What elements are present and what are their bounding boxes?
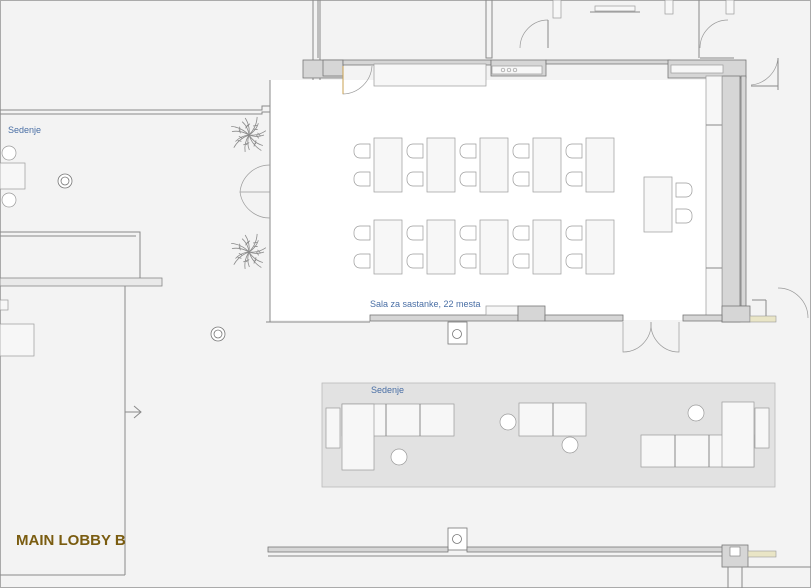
meeting-room-doors: [239, 57, 809, 353]
chair-icon: [512, 171, 530, 187]
chair-icon: [565, 225, 583, 241]
plant-icon: [231, 116, 267, 153]
chair-icon: [459, 225, 477, 241]
column-icon: [447, 321, 468, 345]
column-icon: [447, 527, 468, 551]
chair-icon: [512, 253, 530, 269]
bottom-walls: [267, 544, 811, 588]
chair-icon: [353, 225, 371, 241]
chair-icon: [353, 143, 371, 159]
table: [643, 176, 673, 233]
lobby-title: MAIN LOBBY B: [16, 532, 126, 549]
table: [585, 137, 615, 193]
seating-label-left: Sedenje: [8, 125, 41, 135]
plant-icon: [231, 233, 267, 270]
chair-icon: [565, 171, 583, 187]
chair-icon: [406, 143, 424, 159]
table: [532, 137, 562, 193]
table: [585, 219, 615, 275]
chair-icon: [353, 171, 371, 187]
chair-icon: [675, 182, 693, 198]
table: [479, 219, 509, 275]
left-walls: [0, 231, 163, 576]
top-doors: [519, 0, 735, 59]
table: [426, 219, 456, 275]
chair-icon: [406, 171, 424, 187]
table: [532, 219, 562, 275]
chair-icon: [406, 225, 424, 241]
table: [426, 137, 456, 193]
chair-icon: [675, 208, 693, 224]
seating-label-lounge: Sedenje: [371, 385, 404, 395]
left-seating: [0, 145, 35, 357]
chair-icon: [353, 253, 371, 269]
table: [373, 219, 403, 275]
chair-icon: [512, 225, 530, 241]
chair-icon: [459, 253, 477, 269]
column-icon: [210, 326, 226, 342]
column-icon: [57, 173, 73, 189]
table: [373, 137, 403, 193]
meeting-room-walls: [266, 59, 777, 323]
chair-icon: [459, 171, 477, 187]
meeting-chairs: [353, 143, 693, 269]
lounge-furniture: [325, 401, 770, 471]
meeting-room-label: Sala za sastanke, 22 mesta: [370, 299, 481, 309]
chair-icon: [565, 143, 583, 159]
chair-icon: [406, 253, 424, 269]
columns: [57, 173, 468, 551]
chair-icon: [459, 143, 477, 159]
chair-icon: [565, 253, 583, 269]
meeting-tables: [373, 137, 673, 275]
chair-icon: [512, 143, 530, 159]
table: [479, 137, 509, 193]
